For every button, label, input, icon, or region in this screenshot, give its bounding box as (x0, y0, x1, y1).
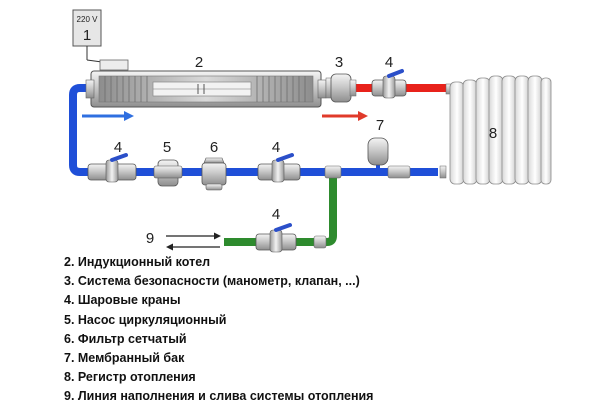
label-valve-top: 4 (385, 54, 393, 71)
safety-group: 3 (325, 54, 357, 103)
return-pipe-left (69, 84, 438, 176)
tee-fitting (324, 165, 342, 179)
label-tank: 7 (376, 117, 384, 134)
valve-handle-icon (110, 153, 128, 162)
flow-arrow-red (322, 111, 368, 121)
pipes (69, 84, 450, 246)
valve-handle-icon (274, 223, 292, 232)
label-valve-left: 4 (114, 139, 122, 156)
arrow-in-icon (166, 232, 221, 240)
legend-item: 7. Мембранный бак (64, 350, 185, 365)
arrow-out-icon (166, 243, 220, 251)
label-fill-line: 9 (146, 230, 154, 247)
power-box: 220 V 1 (72, 9, 103, 63)
induction-boiler: 2 (85, 54, 327, 108)
label-valve-fill: 4 (272, 206, 280, 223)
fitting (387, 165, 411, 179)
label-radiator: 8 (489, 125, 497, 142)
ball-valve-fill[interactable]: 4 (255, 206, 297, 253)
fill-pipe-green (224, 172, 337, 246)
legend-item: 4. Шаровые краны (64, 293, 181, 308)
legend-item: 3. Система безопасности (манометр, клапа… (64, 274, 360, 289)
radiator: 8 (439, 75, 552, 185)
legend-item: 9. Линия наполнения и слива системы отоп… (64, 389, 374, 404)
flow-arrow-blue (82, 111, 134, 121)
power-box-number: 1 (83, 27, 91, 44)
circulation-pump: 5 (153, 139, 183, 187)
legend-item: 2. Индукционный котел (64, 255, 211, 269)
voltage-label: 220 V (77, 15, 99, 24)
legend-item: 8. Регистр отопления (64, 370, 196, 385)
valve-handle-icon (276, 153, 294, 162)
label-boiler: 2 (195, 54, 203, 71)
label-pump: 5 (163, 139, 171, 156)
fill-drain-line: 9 (146, 230, 221, 251)
ball-valve-middle[interactable]: 4 (257, 139, 301, 183)
label-filter: 6 (210, 139, 218, 156)
ball-valve-top[interactable]: 4 (371, 54, 407, 99)
mesh-filter: 6 (201, 139, 227, 191)
boiler-coil-lines (104, 76, 306, 102)
legend-item: 6. Фильтр сетчатый (64, 331, 187, 346)
ball-valve-left[interactable]: 4 (87, 139, 137, 183)
label-safety: 3 (335, 54, 343, 71)
valve-handle-icon (387, 69, 404, 78)
legend-list: 2. Индукционный котел 3. Система безопас… (64, 253, 373, 407)
label-valve-middle: 4 (272, 139, 280, 156)
legend-item: 5. Насос циркуляционный (64, 312, 227, 327)
fitting (313, 235, 327, 249)
radiator-fins (449, 75, 552, 185)
membrane-tank: 7 (367, 117, 389, 166)
